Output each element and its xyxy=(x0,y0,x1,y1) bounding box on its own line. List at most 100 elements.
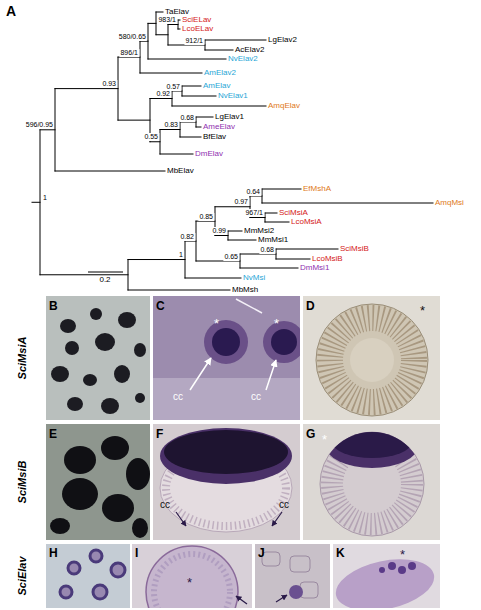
annotation-star: * xyxy=(400,547,405,562)
tree-branch xyxy=(148,23,156,24)
taxon-label: AmeElav xyxy=(203,122,235,132)
gene-name: SciElav xyxy=(16,556,29,595)
taxon-label: SciMsiB xyxy=(340,244,369,254)
taxon-label: DmElav xyxy=(195,149,223,159)
cell-label: cc xyxy=(160,499,170,511)
tree-branch xyxy=(172,106,266,107)
tree-branch xyxy=(118,57,140,58)
photo-d xyxy=(303,296,440,420)
support-value: 967/1 xyxy=(244,209,264,217)
taxon-label: AcElav2 xyxy=(235,45,264,55)
taxon-label: MbMsh xyxy=(232,285,258,295)
panel-letter: I xyxy=(135,546,138,560)
support-value: 596/0.95 xyxy=(25,121,54,129)
tree-branch xyxy=(40,274,128,275)
tree-branch xyxy=(140,73,202,74)
taxon-label: NvElav2 xyxy=(228,54,258,64)
support-value: 0.92 xyxy=(155,90,171,98)
tree-branch xyxy=(250,196,262,197)
annotation-star: * xyxy=(274,316,279,331)
tree-branch xyxy=(265,222,289,223)
tree-branch xyxy=(128,290,230,291)
tree-branch xyxy=(215,235,228,236)
tree-branch xyxy=(55,171,165,172)
taxon-label: LcoMsiA xyxy=(291,217,322,227)
support-value: 896/1 xyxy=(119,49,139,57)
taxon-label: MmMsi1 xyxy=(258,235,288,245)
support-value: 0.55 xyxy=(143,133,159,141)
tree-branch xyxy=(168,24,178,25)
panel-letter: C xyxy=(156,299,165,313)
tree-branch xyxy=(196,261,240,262)
panel-letter: H xyxy=(49,546,58,560)
cell-label: cc xyxy=(251,391,261,403)
tree-branch xyxy=(182,86,201,87)
tree-branch xyxy=(196,127,201,128)
tree-branch xyxy=(250,217,265,218)
tree-branch xyxy=(168,45,205,46)
scale-label: 0.2 xyxy=(99,275,110,284)
support-value: 0.68 xyxy=(259,246,275,254)
photo-b xyxy=(46,296,150,420)
tree-branch xyxy=(240,268,298,269)
tree-branch xyxy=(160,129,180,130)
panel-letter: B xyxy=(49,299,58,313)
photo-c xyxy=(153,296,300,420)
panel-letter: F xyxy=(156,427,163,441)
support-value: 580/0.65 xyxy=(118,33,147,41)
annotation-star: * xyxy=(187,575,192,590)
taxon-label: LgElav2 xyxy=(268,35,297,45)
photo-h xyxy=(46,544,130,608)
tree-branch xyxy=(55,88,118,89)
tree-branch xyxy=(205,40,266,41)
tree-branch xyxy=(150,141,160,142)
tree-branch xyxy=(160,154,193,155)
taxon-label: NvMsi xyxy=(243,273,265,283)
tree-branch xyxy=(32,202,40,203)
taxon-label: AmElav xyxy=(203,81,231,91)
taxon-label: AmqElav xyxy=(268,101,300,111)
tree-branch xyxy=(156,12,163,13)
support-value: 1 xyxy=(42,194,48,202)
gene-name: SciMsiA xyxy=(16,337,29,380)
support-value: 0.97 xyxy=(233,198,249,206)
tree-branch xyxy=(276,259,310,260)
tree-branch xyxy=(185,241,196,242)
cell-label: cc xyxy=(173,391,183,403)
tree-branch xyxy=(228,231,242,232)
tree-branch xyxy=(185,278,241,279)
photo-k xyxy=(333,544,440,608)
support-value: 0.82 xyxy=(179,233,195,241)
tree-branch xyxy=(156,34,168,35)
tree-branch xyxy=(215,206,250,207)
photo-f xyxy=(153,424,300,540)
panel-letter: E xyxy=(49,427,57,441)
photo-e xyxy=(46,424,150,540)
taxon-label: MbElav xyxy=(167,166,194,176)
panel-letter: K xyxy=(336,546,345,560)
tree-branch xyxy=(150,98,172,99)
taxon-label: AmqMsi xyxy=(435,198,464,208)
tree-branch xyxy=(148,59,226,60)
tree-branch xyxy=(180,122,196,123)
panel-letter: D xyxy=(306,299,315,313)
taxon-label: LcoMsiB xyxy=(312,254,343,264)
taxon-label: SciELav xyxy=(182,15,211,25)
support-value: 0.68 xyxy=(179,114,195,122)
support-value: 1 xyxy=(178,251,184,259)
tree-branch xyxy=(182,96,216,97)
taxon-label: DmMsi1 xyxy=(300,263,329,273)
panel-letter: G xyxy=(306,427,315,441)
tree-branch xyxy=(196,221,215,222)
tree-branch xyxy=(180,137,201,138)
tree-branch xyxy=(196,117,213,118)
photo-i xyxy=(132,544,252,608)
tree-branch xyxy=(276,249,338,250)
taxon-label: EfMshA xyxy=(303,184,331,194)
support-value: 912/1 xyxy=(184,37,204,45)
support-value: 0.99 xyxy=(211,227,227,235)
tree-branch xyxy=(205,50,233,51)
tree-branch xyxy=(262,203,433,204)
annotation-star: * xyxy=(214,316,219,331)
